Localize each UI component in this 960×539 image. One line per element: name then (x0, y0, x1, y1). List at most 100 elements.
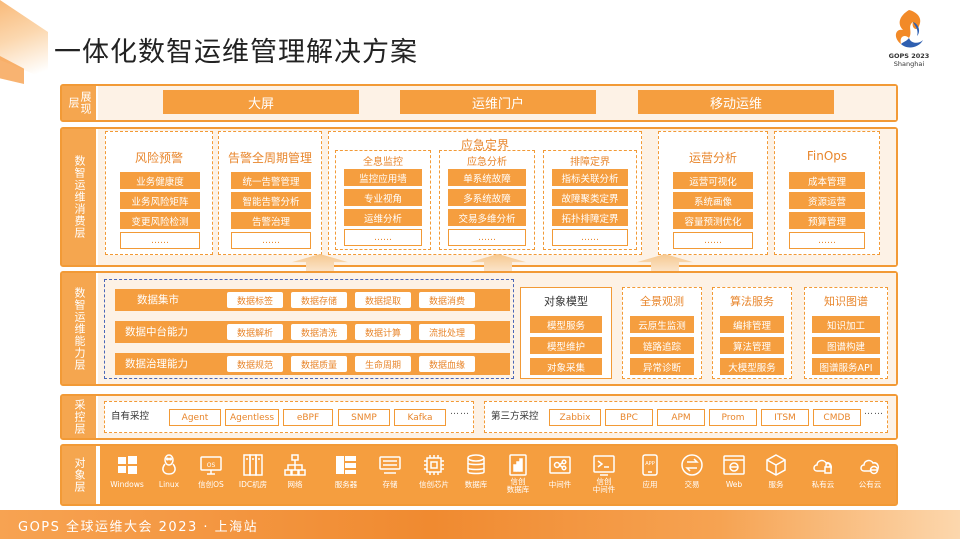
chip-data-store[interactable]: 数据存储 (291, 292, 347, 308)
observe-item-tracing[interactable]: 链路追踪 (630, 337, 694, 354)
display-item-bigscreen[interactable]: 大屏 (163, 90, 359, 114)
collect-ebpf[interactable]: eBPF (283, 409, 333, 426)
ops-item-visual[interactable]: 运营可视化 (673, 172, 753, 189)
chip-data-quality[interactable]: 数据质量 (291, 356, 347, 372)
risk-item-change[interactable]: 变更风险检测 (120, 212, 200, 229)
monitor-item-analysis[interactable]: 运维分析 (344, 209, 422, 226)
object-public-cloud[interactable]: 公有云 (846, 450, 894, 500)
object-model-item-service[interactable]: 模型服务 (530, 316, 602, 333)
object-model-item-maintain[interactable]: 模型维护 (530, 337, 602, 354)
finops-item-cost[interactable]: 成本管理 (789, 172, 865, 189)
finops-more: …… (789, 232, 865, 249)
collect-kafka[interactable]: Kafka (394, 409, 446, 426)
risk-item-health[interactable]: 业务健康度 (120, 172, 200, 189)
object-middleware[interactable]: 中间件 (536, 450, 584, 500)
analysis-item-single[interactable]: 单系统故障 (448, 169, 526, 186)
collect-apm[interactable]: APM (657, 409, 705, 426)
chip-icon (424, 455, 444, 475)
chip-data-compute[interactable]: 数据计算 (355, 324, 411, 340)
chip-data-clean[interactable]: 数据清洗 (291, 324, 347, 340)
observe-item-cloudnative[interactable]: 云原生监测 (630, 316, 694, 333)
troubleshoot-item-cluster[interactable]: 故障聚类定界 (552, 189, 628, 206)
collect-bpc[interactable]: BPC (605, 409, 653, 426)
chip-data-extract[interactable]: 数据提取 (355, 292, 411, 308)
monitor-item-view[interactable]: 专业视角 (344, 189, 422, 206)
alert-lifecycle-box: 告警全周期管理 统一告警管理 智能告警分析 告警治理 …… (218, 131, 322, 255)
alert-lifecycle-title: 告警全周期管理 (227, 151, 312, 165)
third-party-more: …… (864, 407, 884, 417)
object-windows[interactable]: Windows (103, 450, 151, 500)
display-item-portal[interactable]: 运维门户 (400, 90, 596, 114)
object-private-cloud[interactable]: 私有云 (799, 450, 847, 500)
monitor-item-wall[interactable]: 监控应用墙 (344, 169, 422, 186)
object-app[interactable]: APP 应用 (626, 450, 674, 500)
object-web[interactable]: Web (710, 450, 758, 500)
data-governance-row: 数据治理能力 数据规范 数据质量 生命周期 数据血缘 (115, 353, 510, 375)
alert-item-smart[interactable]: 智能告警分析 (231, 192, 311, 209)
collect-agent[interactable]: Agent (169, 409, 221, 426)
chip-data-parse[interactable]: 数据解析 (227, 324, 283, 340)
knowledge-item-process[interactable]: 知识加工 (812, 316, 880, 333)
object-server[interactable]: 服务器 (322, 450, 370, 500)
object-xc-chip[interactable]: 信创芯片 (410, 450, 458, 500)
object-service[interactable]: 服务 (752, 450, 800, 500)
object-linux[interactable]: Linux (145, 450, 193, 500)
object-xc-middleware[interactable]: 信创 中间件 (580, 450, 628, 500)
analysis-item-multi[interactable]: 多系统故障 (448, 189, 526, 206)
knowledge-item-build[interactable]: 图谱构建 (812, 337, 880, 354)
data-governance-label: 数据治理能力 (125, 358, 188, 370)
algo-item-llm[interactable]: 大模型服务 (720, 358, 784, 375)
chip-data-tag[interactable]: 数据标签 (227, 292, 283, 308)
chip-stream-batch[interactable]: 流批处理 (419, 324, 475, 340)
alert-item-unified[interactable]: 统一告警管理 (231, 172, 311, 189)
emergency-box: 应急定界 全息监控 监控应用墙 专业视角 运维分析 …… 应急分析 单系统故障 … (328, 131, 642, 255)
object-idc[interactable]: IDC机房 (229, 450, 277, 500)
object-transaction[interactable]: 交易 (668, 450, 716, 500)
risk-warning-title: 风险预警 (134, 151, 183, 165)
capability-layer-label: 数智运维能力层 (62, 273, 96, 384)
ops-item-capacity[interactable]: 容量预测优化 (673, 212, 753, 229)
algo-item-manage[interactable]: 算法管理 (720, 337, 784, 354)
collect-itsm[interactable]: ITSM (761, 409, 809, 426)
knowledge-graph-title: 知识图谱 (824, 295, 868, 308)
finops-item-resource[interactable]: 资源运营 (789, 192, 865, 209)
object-database[interactable]: 数据库 (452, 450, 500, 500)
chip-data-consume[interactable]: 数据消费 (419, 292, 475, 308)
knowledge-item-api[interactable]: 图谱服务API (812, 358, 880, 375)
consumption-layer-band (60, 127, 898, 267)
ops-item-portrait[interactable]: 系统画像 (673, 192, 753, 209)
data-midplatform-row: 数据中台能力 数据解析 数据清洗 数据计算 流批处理 (115, 321, 510, 343)
object-model-item-collect[interactable]: 对象采集 (530, 358, 602, 375)
collect-snmp[interactable]: SNMP (338, 409, 390, 426)
logo-text-event: GOPS 2023 (888, 52, 930, 60)
xc-middleware-icon (593, 455, 615, 476)
data-platform-group (104, 279, 514, 379)
object-storage[interactable]: 存储 (366, 450, 414, 500)
observe-item-diagnose[interactable]: 异常诊断 (630, 358, 694, 375)
up-arrow-3 (637, 254, 693, 272)
chip-lifecycle[interactable]: 生命周期 (355, 356, 411, 372)
risk-item-matrix[interactable]: 业务风险矩阵 (120, 192, 200, 209)
object-layer-label: 对象层 (62, 446, 96, 504)
object-network[interactable]: 网络 (271, 450, 319, 500)
finops-item-budget[interactable]: 预算管理 (789, 212, 865, 229)
app-icon: APP (642, 454, 658, 476)
object-xc-database[interactable]: 信创 数据库 (494, 450, 542, 500)
gops-logo-icon (895, 10, 923, 48)
linux-icon (162, 454, 176, 475)
chip-data-lineage[interactable]: 数据血缘 (419, 356, 475, 372)
troubleshoot-item-topology[interactable]: 拓扑排障定界 (552, 209, 628, 226)
holo-monitor-box: 全息监控 监控应用墙 专业视角 运维分析 …… (335, 150, 431, 250)
alert-item-govern[interactable]: 告警治理 (231, 212, 311, 229)
display-item-mobile[interactable]: 移动运维 (638, 90, 834, 114)
algo-item-orchestrate[interactable]: 编排管理 (720, 316, 784, 333)
analysis-item-trade[interactable]: 交易多维分析 (448, 209, 526, 226)
collect-agentless[interactable]: Agentless (225, 409, 279, 426)
object-xc-os[interactable]: OS 信创OS (187, 450, 235, 500)
chip-data-spec[interactable]: 数据规范 (227, 356, 283, 372)
troubleshoot-item-metric[interactable]: 指标关联分析 (552, 169, 628, 186)
collect-cmdb[interactable]: CMDB (813, 409, 861, 426)
collect-zabbix[interactable]: Zabbix (549, 409, 601, 426)
analysis-more: …… (448, 229, 526, 246)
collect-prom[interactable]: Prom (709, 409, 757, 426)
